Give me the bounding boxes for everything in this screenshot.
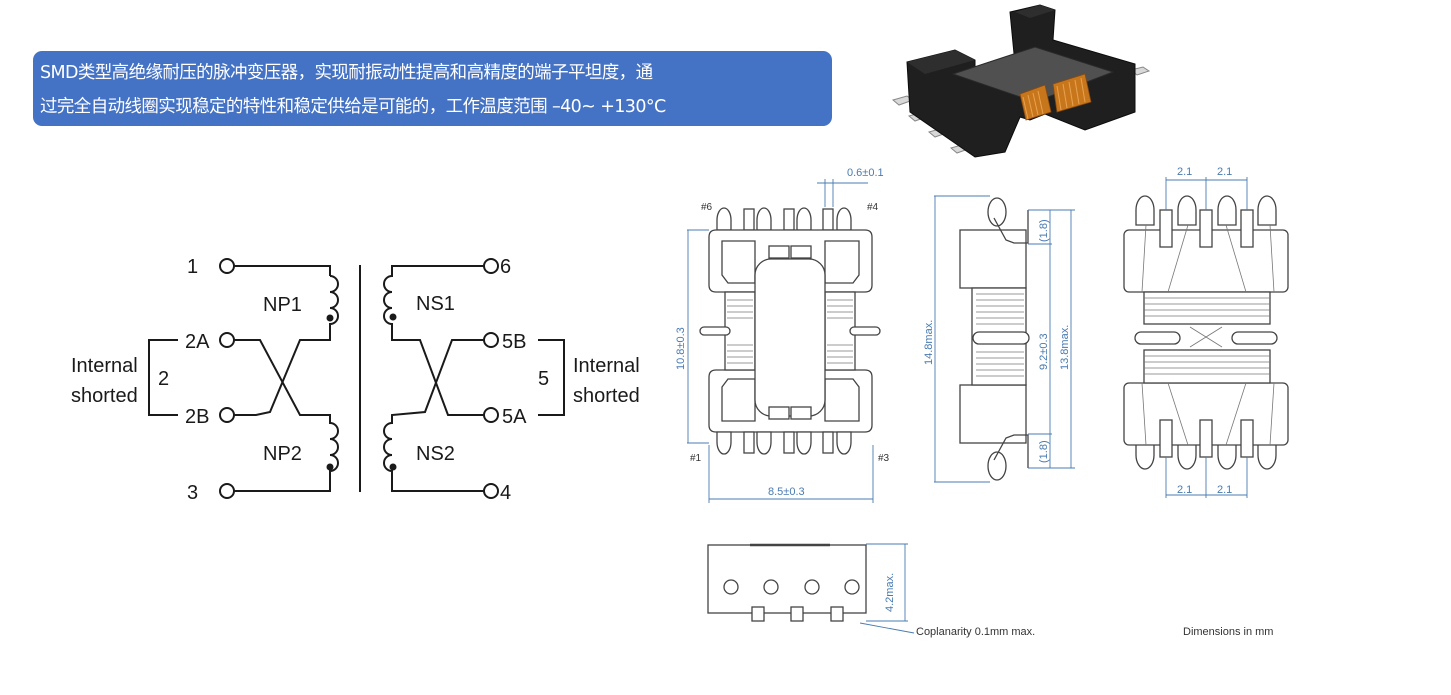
pin-5a-label: 5A	[502, 406, 527, 428]
banner-line-2: 过完全自动线圈实现稳定的特性和稳定供给是可能的，工作温度范围 –40~ +130…	[40, 97, 666, 117]
pin-label-4: #4	[867, 202, 879, 213]
pin-1-label: 1	[187, 256, 198, 278]
pin-3-terminal	[219, 483, 235, 499]
secondary-short-label-2: shorted	[573, 385, 640, 407]
pin-4-label: 4	[500, 482, 511, 504]
pin-label-3: #3	[878, 453, 890, 464]
pin-2a-terminal	[219, 332, 235, 348]
pin-3-label: 3	[187, 482, 198, 504]
pin-2a-label: 2A	[185, 331, 210, 353]
coplanarity-note: Coplanarity 0.1mm max.	[916, 626, 1036, 638]
dim-pin-width: 0.6±0.1	[847, 167, 884, 179]
pin-5a-terminal	[483, 407, 499, 423]
winding-np1-label: NP1	[263, 294, 302, 316]
polarity-dot-np1	[326, 314, 334, 322]
polarity-dot-ns2	[389, 463, 397, 471]
pin-5b-label: 5B	[502, 331, 526, 353]
front-view-drawing: 4.2max.	[707, 543, 915, 634]
dim-pitch-bottom-right: 2.1	[1217, 484, 1232, 496]
primary-short-label-2: shorted	[71, 385, 138, 407]
winding-ns2-label: NS2	[416, 443, 455, 465]
primary-short-label-1: Internal	[71, 355, 138, 377]
winding-np1-coil	[234, 275, 339, 416]
secondary-short-pin-label: 5	[538, 368, 549, 390]
pin-2b-terminal	[219, 407, 235, 423]
pin-6-terminal	[483, 258, 499, 274]
bottom-view-drawing: 2.1 2.1 2.1 2.1	[1123, 166, 1289, 498]
dim-overall-length: 14.8max.	[923, 320, 935, 365]
pin-6-label: 6	[500, 256, 511, 278]
description-banner: SMD类型高绝缘耐压的脉冲变压器，实现耐振动性提高和高精度的端子平坦度，通 过完…	[33, 51, 832, 126]
dim-pitch-top-right: 2.1	[1217, 166, 1232, 178]
dim-lead-top: (1.8)	[1038, 219, 1050, 242]
dim-pitch-top-left: 2.1	[1177, 166, 1192, 178]
winding-ns1-coil	[383, 265, 484, 416]
dim-width: 8.5±0.3	[768, 486, 805, 498]
dim-terminal-span: 13.8max.	[1059, 325, 1071, 370]
dim-body-length: 9.2±0.3	[1038, 333, 1050, 370]
transformer-schematic: 1 2A 2B 3 NP1 NP2 2 Internal shorted 6 5…	[71, 256, 640, 504]
component-photo-icon	[891, 4, 1151, 158]
secondary-short-label-1: Internal	[573, 355, 640, 377]
primary-short-pin-label: 2	[158, 368, 169, 390]
dim-lead-bottom: (1.8)	[1038, 440, 1050, 463]
units-note: Dimensions in mm	[1183, 626, 1274, 638]
dim-height: 10.8±0.3	[675, 327, 687, 370]
winding-np2-label: NP2	[263, 443, 302, 465]
top-view-drawing: 0.6±0.1 8.5±0.3 10.8±0.3 #6 #4 #1 #3	[675, 167, 890, 503]
dim-pitch-bottom-left: 2.1	[1177, 484, 1192, 496]
dim-front-height: 4.2max.	[884, 573, 896, 612]
pin-label-6: #6	[701, 202, 713, 213]
product-photo	[891, 4, 1151, 158]
polarity-dot-ns1	[389, 313, 397, 321]
top-leads	[716, 207, 852, 231]
pin-1-terminal	[219, 258, 235, 274]
side-view-drawing: 14.8max. 9.2±0.3 13.8max. (1.8) (1.8)	[923, 195, 1075, 483]
polarity-dot-np2	[326, 463, 334, 471]
banner-line-1: SMD类型高绝缘耐压的脉冲变压器，实现耐振动性提高和高精度的端子平坦度，通	[40, 63, 653, 83]
pin-5b-terminal	[483, 332, 499, 348]
winding-ns1-label: NS1	[416, 293, 455, 315]
pin-label-1: #1	[690, 453, 702, 464]
pin-2b-label: 2B	[185, 406, 209, 428]
pin-4-terminal	[483, 483, 499, 499]
